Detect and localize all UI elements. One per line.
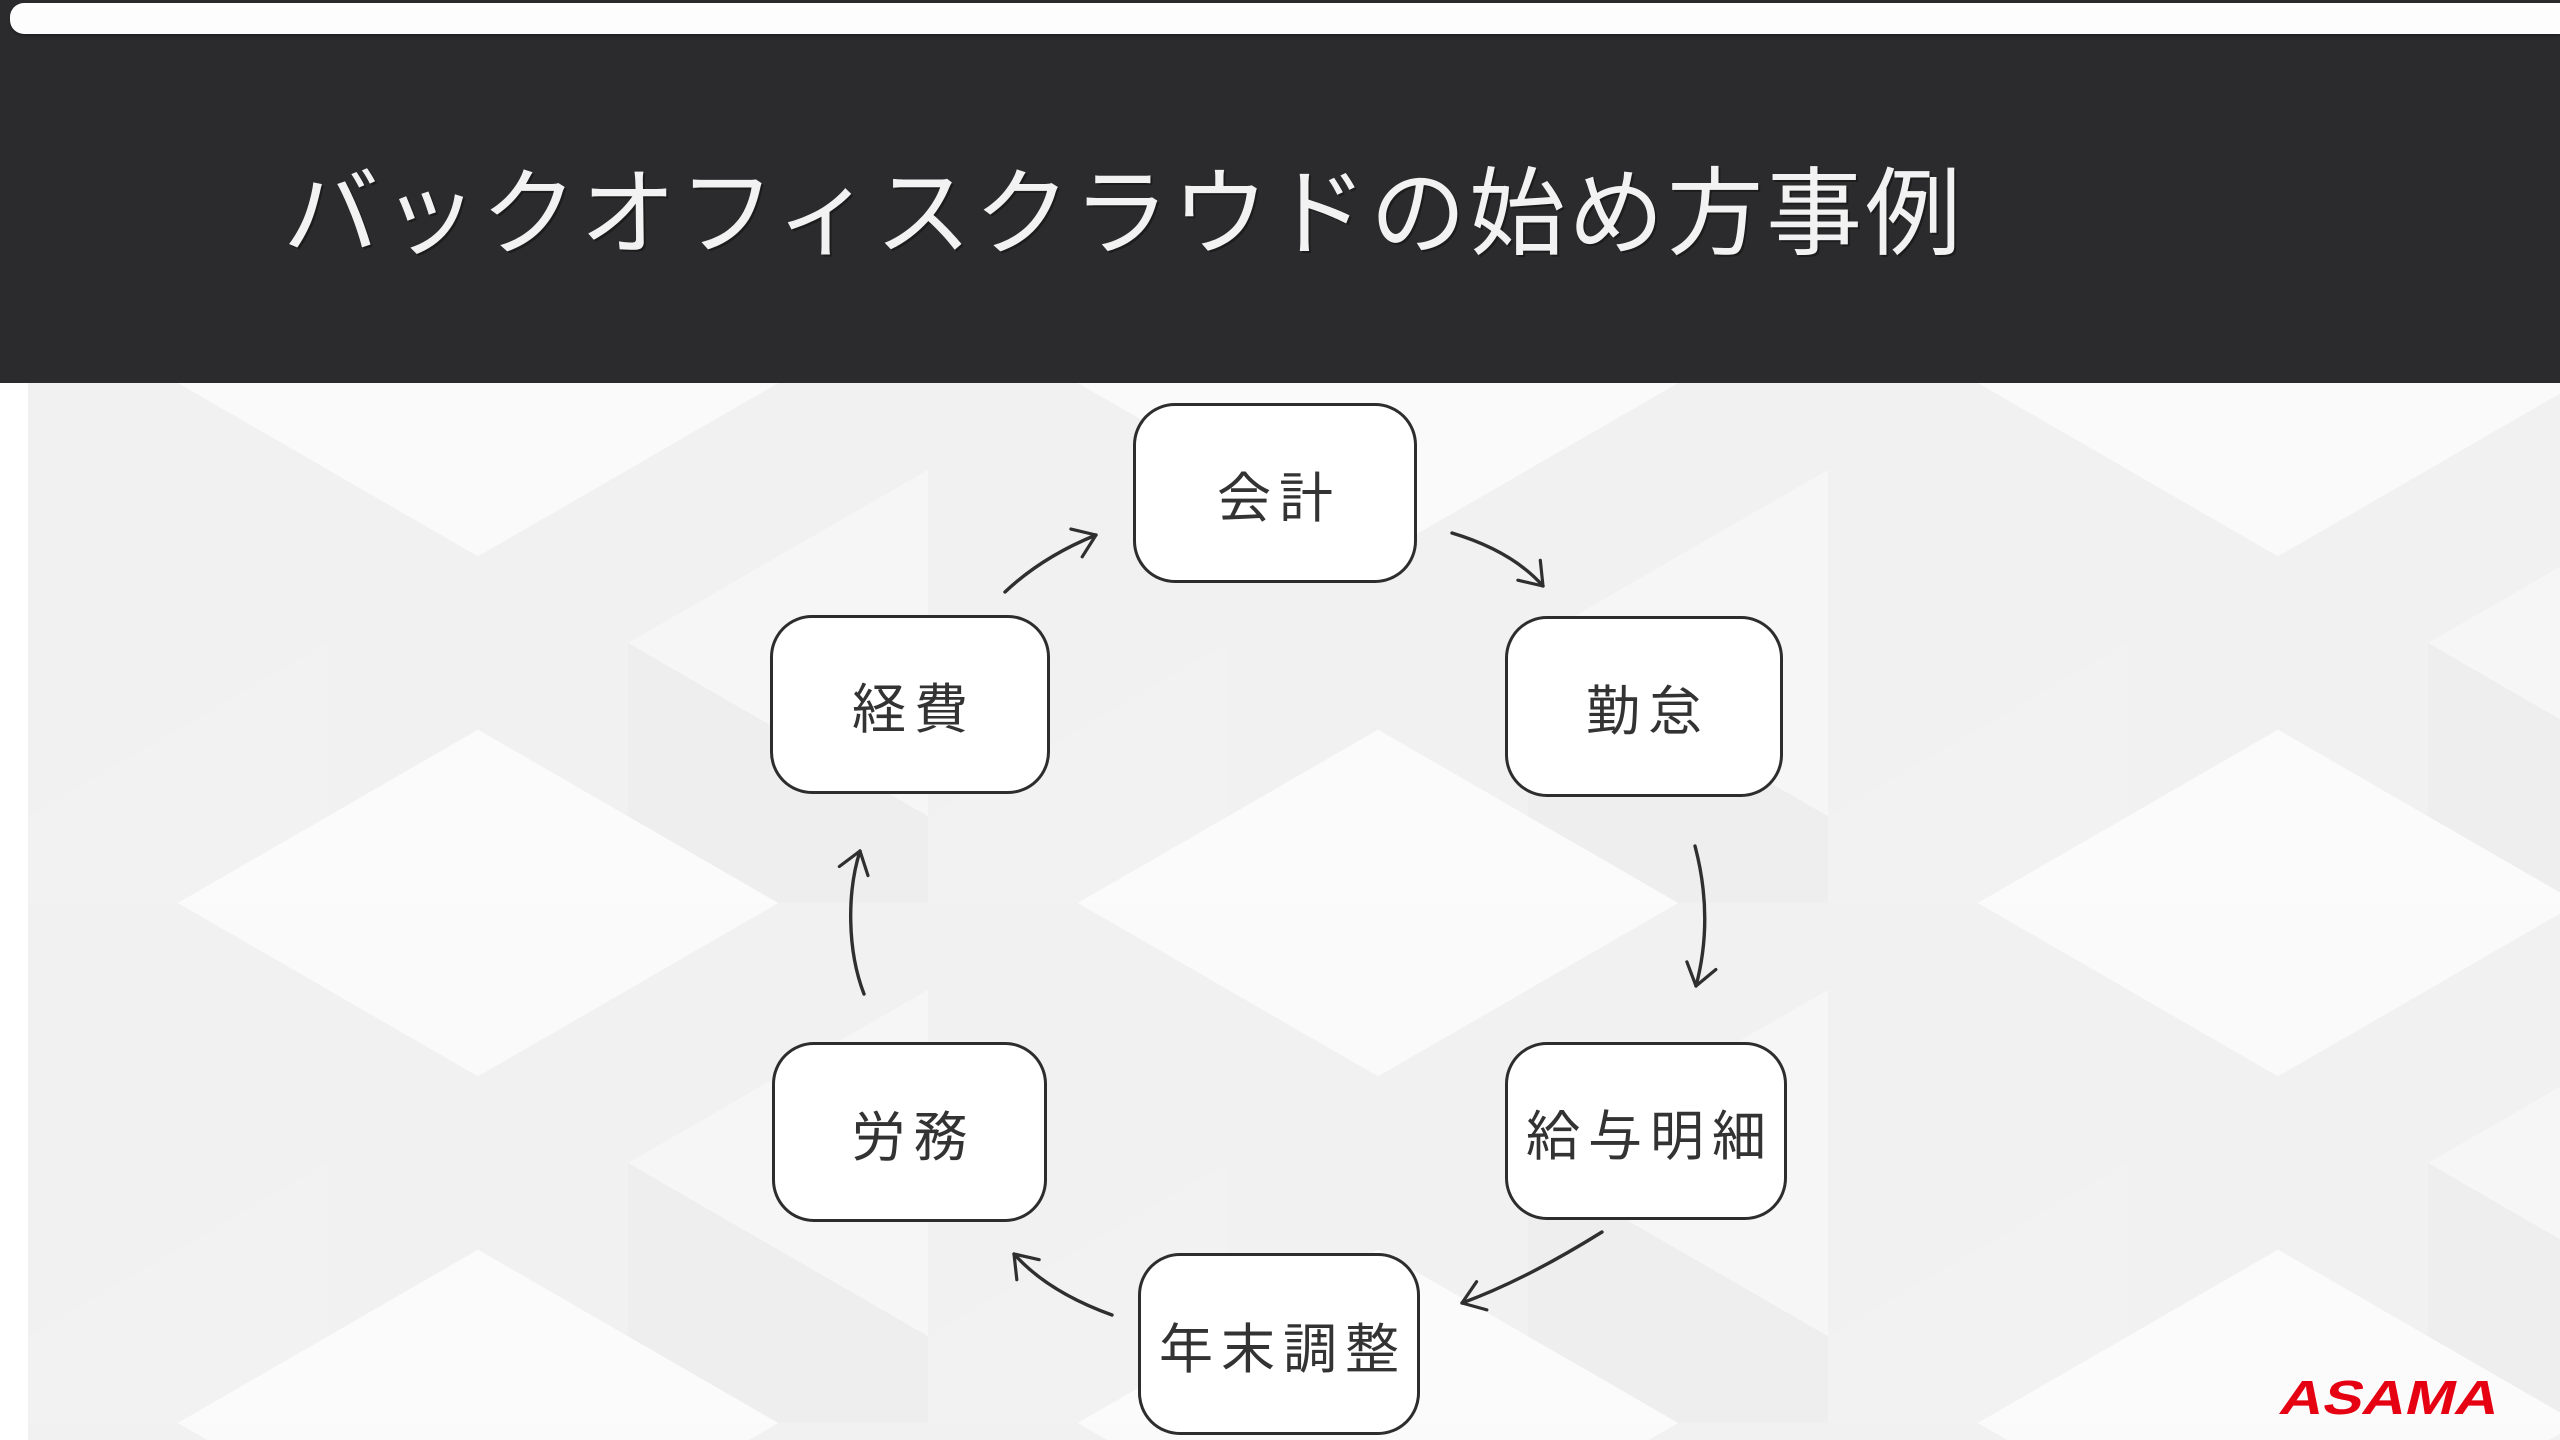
node-label: 経費 [852,680,976,740]
node-label: 年末調整 [1159,1319,1407,1380]
diagram-node-accounting: 会計 [1133,403,1417,583]
diagram-node-payslip: 給与明細 [1505,1042,1787,1220]
title-band: バックオフィスクラウドの始め方事例 [0,0,2560,383]
node-label: 会計 [1217,468,1341,529]
diagram-node-yearend-adjustment: 年末調整 [1138,1253,1420,1435]
node-label: 労務 [851,1107,976,1168]
diagram-node-expenses: 経費 [770,615,1050,794]
asama-logo-text: ASAMA [2275,1372,2506,1424]
node-label: 給与明細 [1526,1106,1774,1167]
top-accent-strip [10,3,2560,34]
asama-logo: ASAMA [2275,1372,2506,1424]
node-label: 勤怠 [1586,682,1710,742]
diagram-node-labor: 労務 [772,1042,1047,1222]
slide-title: バックオフィスクラウドの始め方事例 [283,160,1965,268]
diagram-node-attendance: 勤怠 [1505,616,1783,797]
